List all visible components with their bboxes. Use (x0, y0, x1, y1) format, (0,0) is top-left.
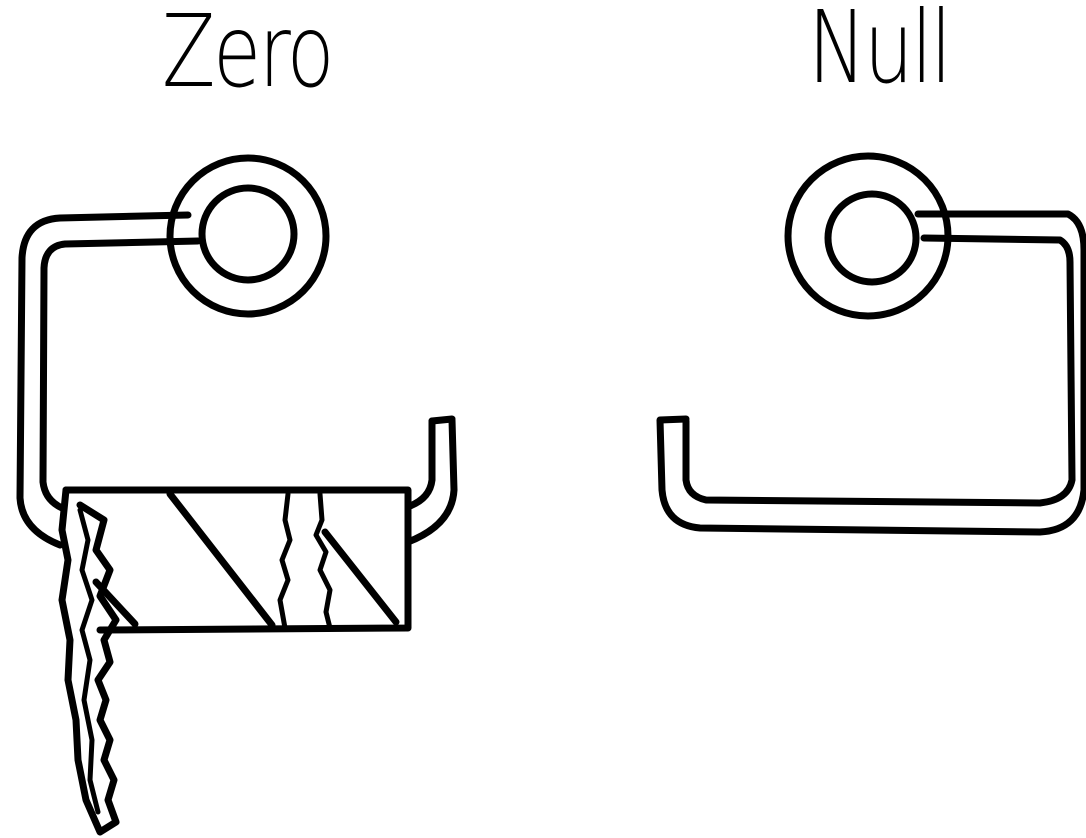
null-holder-bar-outer (656, 210, 1086, 536)
null-wall-mount-inner-ring (824, 190, 920, 286)
zero-tube-stripe-2 (321, 528, 400, 626)
zero-cardboard-tube (62, 486, 412, 634)
null-toilet-paper-holder (656, 152, 1086, 536)
zero-holder-bar-outer (16, 211, 458, 549)
zero-wall-mount-outer-ring (166, 154, 330, 318)
zero-hanging-paper-edge (77, 507, 101, 815)
zero-holder-arm-end (428, 415, 456, 425)
zero-holder-bar-inner (39, 237, 436, 512)
zero-torn-strip-middle-right (313, 491, 333, 631)
zero-wall-mount-inner-ring (198, 184, 298, 284)
zero-torn-strip-middle (277, 491, 293, 631)
zero-title: Zero (162, 0, 334, 110)
zero-tube-stripe-1 (166, 490, 276, 629)
zero-toilet-paper-holder (16, 154, 458, 836)
null-holder-bar-inner (682, 234, 1076, 507)
zero-hanging-paper-scrap (58, 486, 120, 836)
null-title: Null (808, 0, 952, 106)
